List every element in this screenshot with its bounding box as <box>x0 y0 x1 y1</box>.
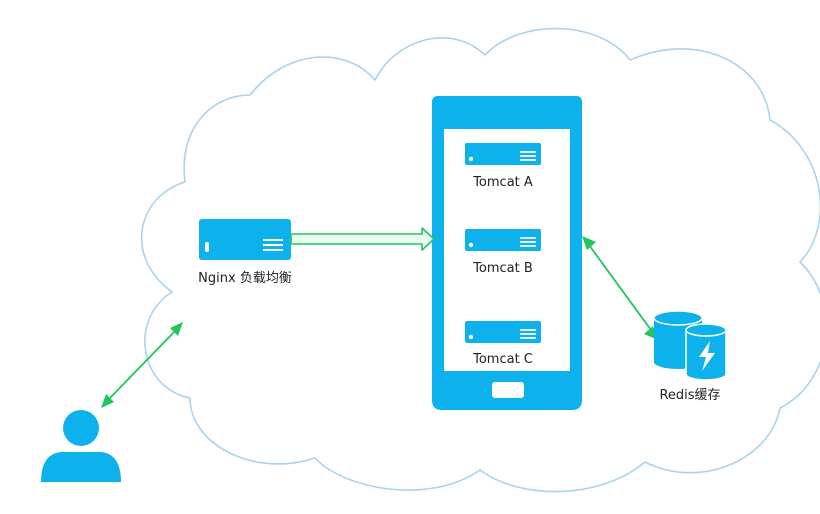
server-icon <box>465 229 541 251</box>
tomcat-c-node: Tomcat C <box>465 321 541 367</box>
tomcat-a-label: Tomcat A <box>472 175 533 190</box>
cloud-boundary <box>140 27 820 493</box>
server-icon <box>199 219 291 260</box>
user-nginx-arrow <box>101 322 183 408</box>
redis-node: Redis缓存 <box>653 310 727 403</box>
server-icon <box>465 321 541 343</box>
tomcat-a-node: Tomcat A <box>465 143 541 190</box>
tomcat-b-node: Tomcat B <box>465 229 541 276</box>
nginx-node: Nginx 负载均衡 <box>198 219 292 286</box>
nginx-to-tomcat-arrow <box>290 227 435 251</box>
tomcat-b-label: Tomcat B <box>472 261 533 276</box>
tomcat-redis-arrow <box>582 236 658 340</box>
database-lightning-icon <box>653 310 727 381</box>
user-icon <box>41 410 121 482</box>
redis-label: Redis缓存 <box>659 388 720 403</box>
server-icon <box>465 143 541 165</box>
tomcat-c-label: Tomcat C <box>472 352 533 367</box>
nginx-label: Nginx 负载均衡 <box>198 271 292 286</box>
